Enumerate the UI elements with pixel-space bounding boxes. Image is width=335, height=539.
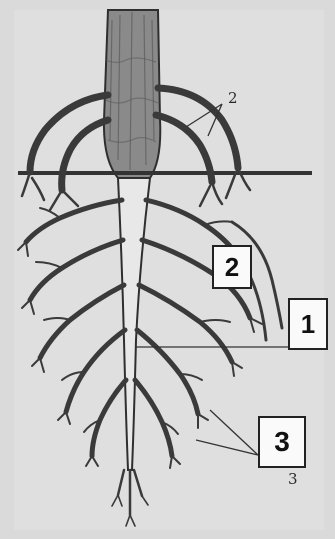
box-label-2: 2: [212, 245, 252, 289]
small-label-3: 3: [288, 470, 298, 488]
small-label-2: 2: [228, 89, 238, 107]
stem: [104, 10, 160, 178]
box-label-3: 3: [258, 416, 306, 468]
box-label-1: 1: [288, 298, 328, 350]
